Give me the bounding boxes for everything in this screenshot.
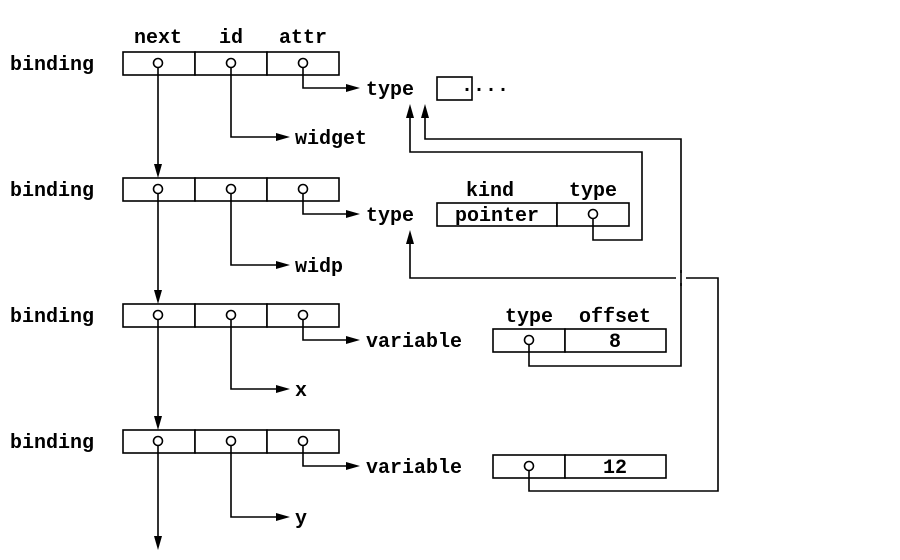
arrowhead: [276, 261, 290, 269]
arrowhead: [276, 133, 290, 141]
arrowhead: [276, 385, 290, 393]
type-pointer: [523, 334, 535, 346]
attr-pointer: [297, 183, 309, 195]
type-header: type: [569, 180, 617, 203]
binding-name-x: x: [295, 380, 307, 403]
next-pointer: [152, 183, 164, 195]
next-pointer: [152, 57, 164, 69]
type-pointer: [587, 208, 599, 220]
kind-header: kind: [466, 180, 514, 203]
binding-label: binding: [10, 306, 94, 329]
arrowhead: [276, 513, 290, 521]
binding-name-widp: widp: [295, 256, 343, 279]
type-node-1: type ····: [366, 76, 509, 102]
type-body-cell: [436, 76, 473, 101]
variable-node-2: variable 12: [366, 454, 667, 480]
binding-record-4: binding: [10, 429, 340, 455]
variable-label: variable: [366, 457, 462, 480]
type-label: type: [366, 79, 414, 102]
binding-name-y: y: [295, 508, 307, 531]
arrowhead: [406, 104, 414, 118]
binding-label: binding: [10, 54, 94, 77]
arrowhead: [406, 230, 414, 244]
variable-node-1: variable type offset 8: [366, 306, 667, 354]
attr-links: [302, 68, 360, 470]
arrowhead: [154, 290, 162, 304]
id-pointer: [225, 309, 237, 321]
next-pointer: [152, 435, 164, 447]
variable-label: variable: [366, 331, 462, 354]
type-node-2: type kind type pointer: [366, 180, 630, 228]
kind-value: pointer: [455, 205, 539, 228]
binding-label: binding: [10, 180, 94, 203]
next-chain: [154, 68, 162, 550]
header-id: id: [219, 27, 243, 50]
pointer-to-type1: [409, 112, 643, 241]
binding-record-2: binding: [10, 177, 340, 203]
header-next: next: [134, 27, 182, 50]
attr-pointer: [297, 435, 309, 447]
variable2-to-type2: [409, 238, 719, 492]
type-back-links: [406, 104, 719, 492]
type-label: type: [366, 205, 414, 228]
offset-value: 8: [609, 331, 621, 354]
arrowhead: [154, 536, 162, 550]
attr-pointer: [297, 57, 309, 69]
offset-header: offset: [579, 306, 651, 329]
offset-cell: [564, 454, 667, 479]
variable1-to-type1: [424, 112, 682, 367]
binding-record-3: binding: [10, 303, 340, 329]
id-pointer: [225, 435, 237, 447]
offset-value: 12: [603, 457, 627, 480]
arrowhead: [346, 462, 360, 470]
arrowhead: [154, 164, 162, 178]
header-attr: attr: [279, 27, 327, 50]
type-pointer: [523, 460, 535, 472]
arrowhead: [154, 416, 162, 430]
binding-record-1: binding: [10, 51, 340, 77]
ellipsis: ····: [461, 79, 509, 102]
next-pointer: [152, 309, 164, 321]
arrowhead: [346, 210, 360, 218]
id-pointer: [225, 183, 237, 195]
arrowhead: [346, 84, 360, 92]
arrowhead: [421, 104, 429, 118]
type-header: type: [505, 306, 553, 329]
arrowhead: [346, 336, 360, 344]
id-links: widget widp x y: [230, 68, 367, 531]
offset-cell: [564, 328, 667, 353]
binding-name-widget: widget: [295, 128, 367, 151]
id-pointer: [225, 57, 237, 69]
binding-label: binding: [10, 432, 94, 455]
attr-pointer: [297, 309, 309, 321]
